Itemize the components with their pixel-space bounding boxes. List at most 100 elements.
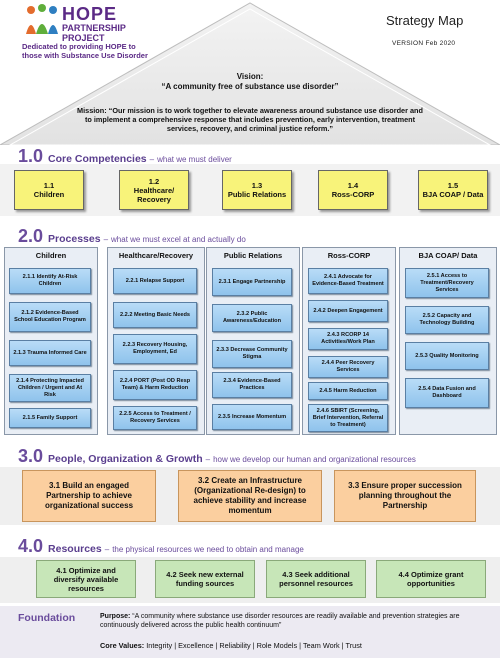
core-item: 1.4 Ross-CORP (318, 170, 388, 210)
logo-subtitle: PARTNERSHIP PROJECT (62, 23, 126, 43)
process-item: 2.2.2 Meeting Basic Needs (113, 302, 197, 328)
section-dash: – (205, 455, 211, 464)
process-column-bja-coap: BJA COAP/ Data 2.5.1 Access to Treatment… (399, 247, 497, 435)
purpose-label: Purpose: (100, 613, 131, 620)
section-subtitle: what we must deliver (157, 155, 232, 164)
process-item: 2.2.3 Recovery Housing, Employment, Ed (113, 334, 197, 364)
section-number: 1.0 (18, 146, 44, 166)
process-item: 2.3.3 Decrease Community Stigma (212, 340, 292, 368)
purpose-text: “A community where substance use disorde… (100, 613, 460, 629)
process-item: 2.2.1 Relapse Support (113, 268, 197, 294)
process-item: 2.3.5 Increase Momentum (212, 404, 292, 430)
section-dash: – (149, 155, 155, 164)
section-heading-core: 1.0 Core Competencies – what we must del… (18, 146, 232, 166)
process-item: 2.1.5 Family Support (9, 408, 91, 428)
process-item: 2.1.4 Protecting Impacted Children / Urg… (9, 374, 91, 402)
core-item-num: 1.5 (447, 181, 459, 190)
core-values: Core Values: Integrity | Excellence | Re… (100, 641, 362, 650)
process-item: 2.3.2 Public Awareness/Education (212, 304, 292, 332)
logo-subtitle-line1: PARTNERSHIP (62, 23, 126, 33)
people-item: 3.1 Build an engaged Partnership to achi… (22, 470, 156, 522)
core-item: 1.5 BJA COAP / Data (418, 170, 488, 210)
process-column-public-relations: Public Relations 2.3.1 Engage Partnershi… (206, 247, 300, 435)
people-figures-icon (26, 4, 58, 34)
section-name: Processes (48, 233, 101, 245)
resource-item: 4.2 Seek new external funding sources (155, 560, 255, 598)
section-number: 4.0 (18, 536, 44, 556)
roof-shape (0, 2, 500, 145)
process-item: 2.3.1 Engage Partnership (212, 268, 292, 296)
process-column-title: Ross-CORP (327, 251, 371, 260)
process-item: 2.2.4 PORT (Post OD Resp Team) & Harm Re… (113, 370, 197, 400)
core-item-num: 1.3 (251, 181, 263, 190)
core-item: 1.1 Children (14, 170, 84, 210)
core-item-label: Healthcare/ Recovery (133, 185, 175, 204)
process-item: 2.4.4 Peer Recovery Services (308, 356, 388, 378)
foundation-purpose: Purpose: “A community where substance us… (100, 612, 485, 630)
version-label: VERSION Feb 2020 (392, 40, 456, 47)
foundation-band (0, 606, 500, 658)
section-name: Resources (48, 543, 102, 555)
section-heading-people: 3.0 People, Organization & Growth – how … (18, 446, 416, 466)
section-dash: – (103, 235, 109, 244)
section-name: Core Competencies (48, 153, 147, 165)
section-heading-resources: 4.0 Resources – the physical resources w… (18, 536, 304, 556)
mission-statement: Mission: “Our mission is to work togethe… (77, 106, 423, 133)
resource-item: 4.1 Optimize and diversify available res… (36, 560, 136, 598)
section-name: People, Organization & Growth (48, 453, 203, 465)
section-subtitle: the physical resources we need to obtain… (112, 545, 304, 554)
vision-text: “A community free of substance use disor… (161, 82, 339, 91)
process-item: 2.3.4 Evidence-Based Practices (212, 372, 292, 398)
process-item: 2.4.6 SBIRT (Screening, Brief Interventi… (308, 404, 388, 432)
process-item: 2.5.4 Data Fusion and Dashboard (405, 378, 489, 408)
page-title: Strategy Map (386, 13, 464, 28)
core-item-num: 1.4 (347, 181, 359, 190)
logo-subtitle-line2: PROJECT (62, 33, 105, 43)
core-item-label: Children (33, 190, 65, 199)
section-subtitle: what we must excel at and actually do (111, 235, 246, 244)
foundation-title: Foundation (18, 612, 76, 624)
section-subtitle: how we develop our human and organizatio… (213, 455, 416, 464)
core-item-num: 1.1 (43, 181, 55, 190)
process-column-children: Children 2.1.1 Identify At-Risk Children… (4, 247, 98, 435)
process-item: 2.4.3 RCORP 14 Activities/Work Plan (308, 328, 388, 350)
process-item: 2.4.2 Deepen Engagement (308, 300, 388, 322)
process-column-title: Public Relations (223, 251, 283, 260)
process-item: 2.5.3 Quality Monitoring (405, 342, 489, 370)
vision-statement: Vision: “A community free of substance u… (120, 72, 380, 92)
section-dash: – (104, 545, 110, 554)
core-item: 1.3 Public Relations (222, 170, 292, 210)
vision-label: Vision: (236, 72, 264, 81)
hope-logo: HOPE PARTNERSHIP PROJECT Dedicated to pr… (22, 4, 152, 66)
core-item-label: Ross-CORP (331, 190, 375, 199)
core-values-text: Integrity | Excellence | Reliability | R… (146, 641, 362, 650)
process-item: 2.4.1 Advocate for Evidence-Based Treatm… (308, 268, 388, 294)
section-number: 2.0 (18, 226, 44, 246)
core-item-label: Public Relations (227, 190, 287, 199)
process-item: 2.4.5 Harm Reduction (308, 382, 388, 400)
process-column-title: Children (35, 251, 67, 260)
people-item: 3.2 Create an Infrastructure (Organizati… (178, 470, 322, 522)
logo-tagline: Dedicated to providing HOPE to those wit… (22, 42, 148, 60)
core-item: 1.2 Healthcare/ Recovery (119, 170, 189, 210)
resource-item: 4.4 Optimize grant opportunities (376, 560, 486, 598)
resource-item: 4.3 Seek additional personnel resources (266, 560, 366, 598)
people-item: 3.3 Ensure proper succession planning th… (334, 470, 476, 522)
logo-title: HOPE (62, 4, 118, 24)
process-item: 2.5.2 Capacity and Technology Building (405, 306, 489, 334)
process-column-ross-corp: Ross-CORP 2.4.1 Advocate for Evidence-Ba… (302, 247, 396, 435)
process-item: 2.2.5 Access to Treatment / Recovery Ser… (113, 406, 197, 430)
process-column-healthcare: Healthcare/Recovery 2.2.1 Relapse Suppor… (107, 247, 205, 435)
core-values-label: Core Values: (100, 641, 145, 650)
core-item-num: 1.2 (148, 176, 160, 186)
process-item: 2.1.2 Evidence-Based School Education Pr… (9, 302, 91, 332)
section-number: 3.0 (18, 446, 44, 466)
process-column-title: Healthcare/Recovery (118, 251, 194, 260)
section-heading-processes: 2.0 Processes – what we must excel at an… (18, 226, 246, 246)
process-item: 2.5.1 Access to Treatment/Recovery Servi… (405, 268, 489, 298)
process-column-title: BJA COAP/ Data (418, 251, 478, 260)
process-item: 2.1.1 Identify At-Risk Children (9, 268, 91, 294)
process-item: 2.1.3 Trauma Informed Care (9, 340, 91, 366)
core-item-label: BJA COAP / Data (422, 190, 484, 199)
